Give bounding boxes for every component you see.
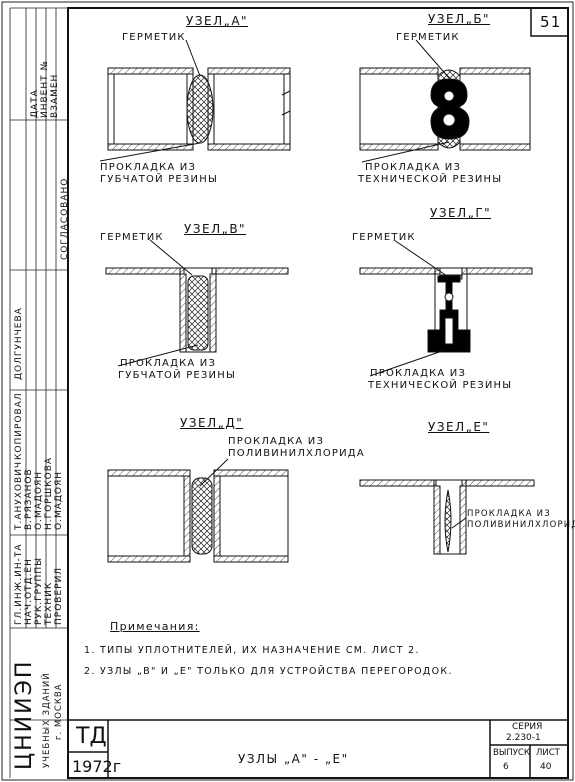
detail-b-gasket-label-1: ПРОКЛАДКА ИЗ: [365, 162, 462, 173]
approver-row-1: Т.АНУХОВИЧ: [14, 460, 24, 530]
role-row-2: НАЧ.ОТД.ЕН: [24, 558, 34, 625]
series-value: 2.230-1: [506, 733, 541, 743]
left-margin-grid: [9, 7, 68, 778]
detail-a-gasket-label-2: ГУБЧАТОЙ РЕЗИНЫ: [100, 174, 218, 185]
detail-a-drawing: [99, 39, 291, 162]
drawing-title: УЗЛЫ „А" - „Е": [238, 752, 349, 766]
detail-a-title: УЗЕЛ„А": [186, 14, 249, 28]
detail-v-sealant-label: ГЕРМЕТИК: [100, 232, 164, 243]
note-item-2: 2. УЗЛЫ „В" И „Е" ТОЛЬКО ДЛЯ УСТРОЙСТВА …: [84, 666, 453, 677]
series-label: СЕРИЯ: [512, 722, 543, 732]
detail-b-sealant-label: ГЕРМЕТИК: [396, 32, 460, 43]
role-row-4: ТЕХНИК: [44, 581, 54, 625]
org-name: ЦНИИЭП: [12, 659, 37, 770]
margin-copied-label: КОПИРОВАЛ: [14, 392, 24, 460]
detail-d-drawing: [107, 458, 289, 563]
detail-d-gasket-label-1: ПРОКЛАДКА ИЗ: [228, 436, 325, 447]
sheet-number: 51: [540, 13, 562, 31]
detail-a-gasket-label-1: ПРОКЛАДКА ИЗ: [100, 162, 197, 173]
detail-e-title: УЗЕЛ„Е": [428, 420, 490, 434]
detail-g-sealant-label: ГЕРМЕТИК: [352, 232, 416, 243]
detail-b-drawing: [359, 39, 531, 163]
margin-date-label: ДАТА: [30, 89, 40, 118]
detail-e-gasket-label-2: ПОЛИВИНИЛХЛОРИДА: [467, 520, 575, 530]
detail-e-gasket-label-1: ПРОКЛАДКА ИЗ: [467, 509, 551, 519]
title-block-lines: [68, 719, 568, 778]
role-row-3: РУК.ГРУППЫ: [34, 556, 44, 625]
notes-heading: Примечания:: [110, 620, 200, 633]
detail-b-title: УЗЕЛ„Б": [428, 12, 491, 26]
detail-v-gasket-label-1: ПРОКЛАДКА ИЗ: [120, 358, 217, 369]
detail-v-drawing: [105, 239, 289, 367]
detail-g-gasket-label-2: ТЕХНИЧЕСКОЙ РЕЗИНЫ: [368, 380, 513, 391]
detail-d-title: УЗЕЛ„Д": [180, 416, 244, 430]
note-item-1: 1. ТИПЫ УПЛОТНИТЕЛЕЙ, ИХ НАЗНАЧЕНИЕ СМ. …: [84, 645, 420, 656]
issue-label: ВЫПУСК: [493, 748, 530, 758]
sheet-value: 40: [540, 762, 552, 772]
sheet-number-box: [530, 7, 569, 37]
margin-inventory-label: ИНВЕНТ №: [40, 60, 50, 118]
org-subtitle: УЧЕБНЫХ ЗДАНИЙ: [42, 672, 52, 768]
sheet-label: ЛИСТ: [536, 748, 560, 758]
detail-g-title: УЗЕЛ„Г": [430, 206, 492, 220]
approver-row-3: О.МАДОЯН: [34, 470, 44, 530]
detail-a-sealant-label: ГЕРМЕТИК: [122, 32, 186, 43]
role-row-1: ГЛ.ИНЖ.ИН-ТА: [14, 543, 24, 625]
td-mark: ТД: [76, 724, 107, 749]
year: 1972г: [72, 757, 122, 776]
detail-d-gasket-label-2: ПОЛИВИНИЛХЛОРИДА: [228, 448, 365, 459]
approver-row-2: В.РЯЗАНОВ: [24, 468, 34, 530]
detail-e-drawing: [359, 479, 535, 555]
issue-value: 6: [503, 762, 509, 772]
detail-b-gasket-label-2: ТЕХНИЧЕСКОЙ РЕЗИНЫ: [358, 174, 503, 185]
detail-v-title: УЗЕЛ„В": [184, 222, 247, 236]
org-city: г. МОСКВА: [54, 683, 64, 740]
margin-instead-label: ВЗАМЕН: [50, 73, 60, 118]
approver-row-5: О.МАДОЯН: [54, 470, 64, 530]
detail-g-gasket-label-1: ПРОКЛАДКА ИЗ: [370, 368, 467, 379]
margin-chief-label: ДОЛГУНЧЕВА: [14, 307, 24, 380]
approver-row-4: Н.ГОРШКОВА: [44, 456, 54, 530]
detail-v-gasket-label-2: ГУБЧАТОЙ РЕЗИНЫ: [118, 370, 236, 381]
margin-agreed-label: СОГЛАСОВАНО: [60, 177, 70, 260]
role-row-5: ПРОВЕРИЛ: [54, 566, 64, 625]
detail-g-drawing: [359, 239, 533, 377]
